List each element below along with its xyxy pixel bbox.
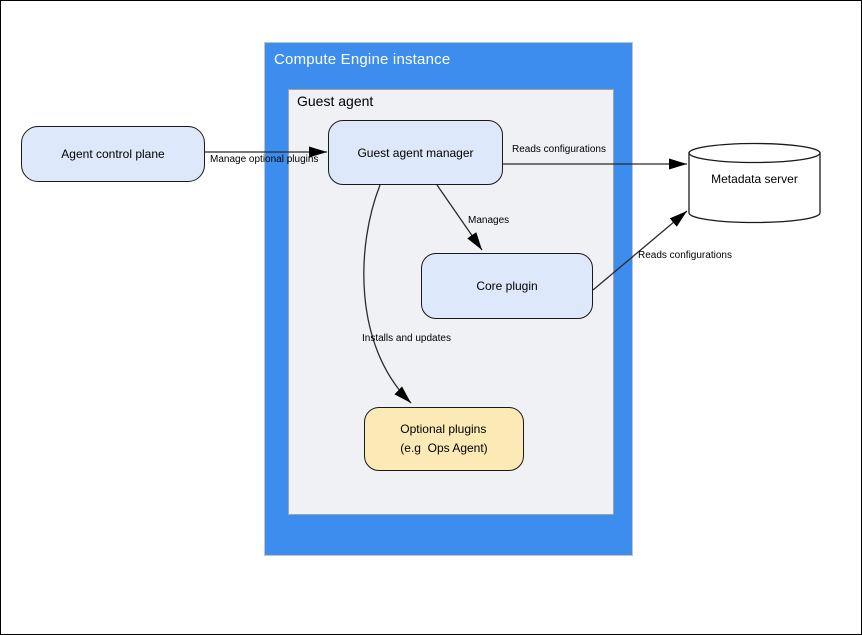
guest-agent-title: Guest agent (297, 93, 374, 109)
node-agent-control-plane-label: Agent control plane (61, 147, 165, 161)
node-guest-agent-manager-label: Guest agent manager (357, 145, 474, 160)
compute-engine-instance-title: Compute Engine instance (274, 51, 451, 68)
node-optional-plugins-label-line1: Optional plugins (400, 422, 487, 436)
node-optional-plugins: Optional plugins (e.g Ops Agent) (364, 407, 524, 471)
node-optional-plugins-label-line2: (e.g Ops Agent) (400, 441, 488, 455)
edge-label-installs-and-updates: Installs and updates (362, 333, 451, 344)
node-metadata-server-label: Metadata server (711, 172, 798, 186)
node-agent-control-plane: Agent control plane (21, 126, 205, 182)
node-core-plugin-label: Core plugin (476, 279, 538, 293)
edge-label-reads-configurations-top: Reads configurations (512, 144, 606, 155)
edge-label-manages: Manages (468, 215, 510, 226)
metadata-server-cylinder-body (688, 152, 821, 224)
node-optional-plugins-label: Optional plugins (e.g Ops Agent) (400, 420, 487, 458)
node-guest-agent-manager: Guest agent manager (328, 120, 503, 185)
edge-label-reads-configurations-bottom: Reads configurations (638, 250, 732, 261)
edge-label-manage-optional-plugins: Manage optional plugins (210, 154, 319, 165)
metadata-server-cylinder-top (688, 142, 821, 164)
node-core-plugin: Core plugin (421, 253, 593, 319)
